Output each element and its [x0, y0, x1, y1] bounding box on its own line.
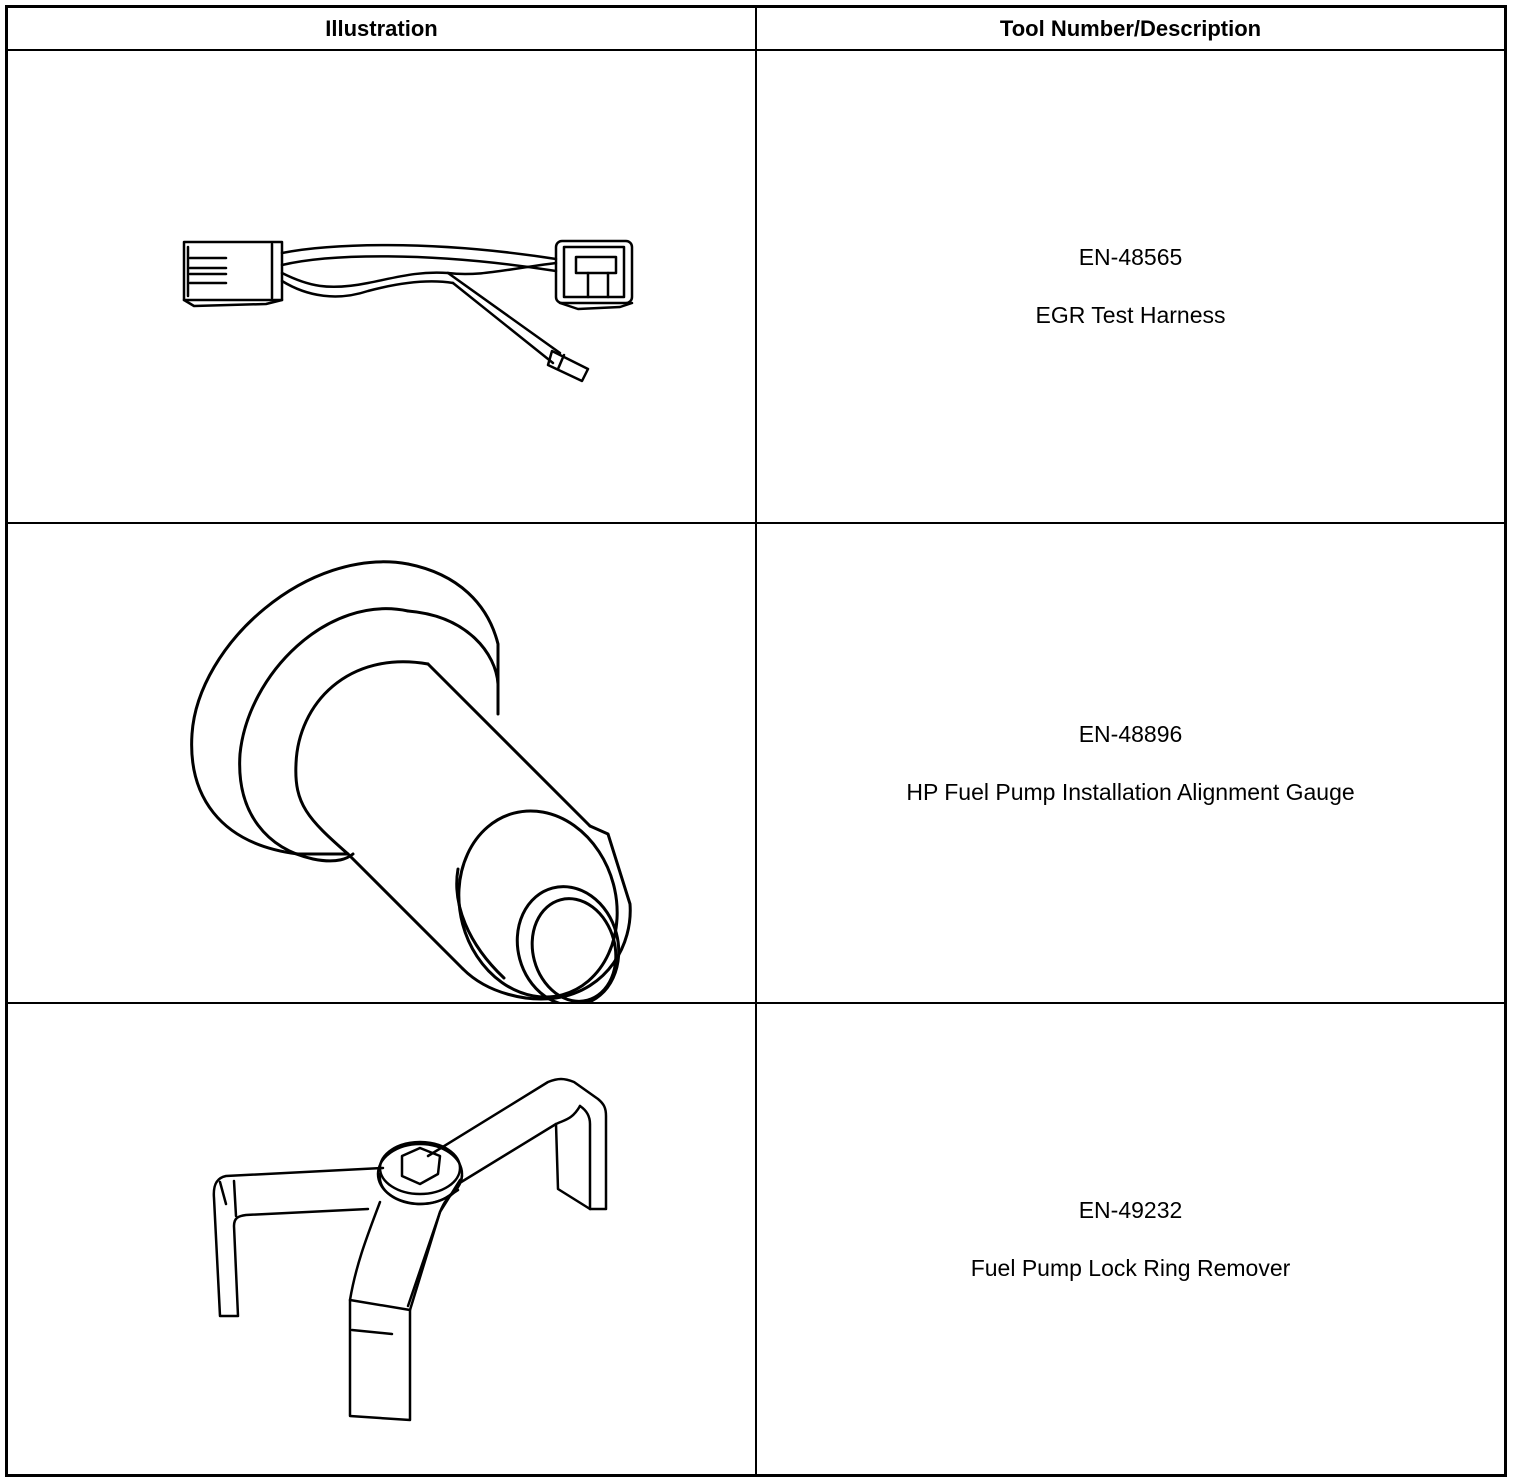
tool-description: EGR Test Harness [1035, 302, 1226, 328]
table-row: EN-48565 EGR Test Harness [5, 49, 1507, 524]
description-column-header: Tool Number/Description [755, 5, 1507, 51]
test-harness-illustration [182, 239, 634, 383]
description-cell: EN-48896 HP Fuel Pump Installation Align… [755, 522, 1507, 1004]
illustration-cell [5, 1002, 757, 1477]
description-cell: EN-48565 EGR Test Harness [755, 49, 1507, 524]
illustration-cell [5, 522, 757, 1004]
tool-number: EN-48896 [1078, 720, 1183, 747]
tool-number: EN-49232 [1078, 1196, 1183, 1223]
tool-description: Fuel Pump Lock Ring Remover [970, 1254, 1291, 1281]
illustration-cell [5, 49, 757, 524]
special-tools-table: Illustration Tool Number/Description [5, 5, 1507, 1477]
lock-ring-remover-illustration [212, 1077, 608, 1422]
illustration-column-header: Illustration [5, 5, 757, 51]
tool-number: EN-48565 [1078, 244, 1183, 270]
tool-description: HP Fuel Pump Installation Alignment Gaug… [906, 778, 1355, 805]
description-cell: EN-49232 Fuel Pump Lock Ring Remover [755, 1002, 1507, 1477]
table-row: EN-48896 HP Fuel Pump Installation Align… [5, 522, 1507, 1004]
alignment-gauge-illustration [190, 560, 632, 1002]
table-row: EN-49232 Fuel Pump Lock Ring Remover [5, 1002, 1507, 1477]
table-header-row: Illustration Tool Number/Description [5, 5, 1507, 51]
